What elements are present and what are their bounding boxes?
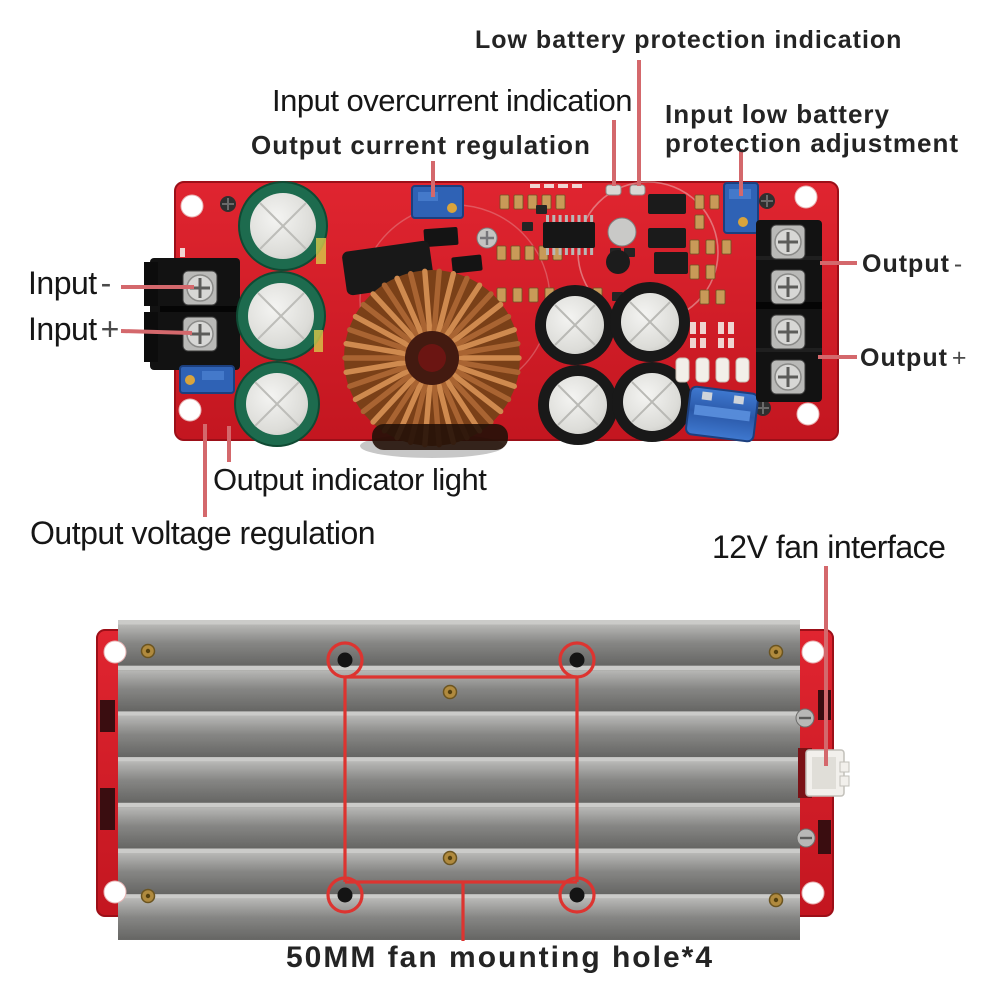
leader-input-plus bbox=[120, 329, 193, 335]
heatsink-screws bbox=[140, 643, 784, 908]
label-input-overcurrent-indication: Input overcurrent indication bbox=[272, 83, 632, 118]
side-screws bbox=[795, 708, 816, 848]
label-output-plus: Output+ bbox=[860, 344, 968, 372]
label-output-voltage-regulation: Output voltage regulation bbox=[30, 515, 376, 551]
toroid-inductor bbox=[342, 240, 522, 458]
input-capacitors bbox=[234, 181, 328, 447]
fan-connector bbox=[798, 748, 850, 798]
output-pads bbox=[675, 357, 750, 383]
ic-chips bbox=[423, 194, 688, 274]
fuse bbox=[685, 385, 759, 443]
plus-sign: + bbox=[100, 311, 120, 347]
label-input-low-battery-protection-adjustment: Input low battery protection adjustment bbox=[665, 99, 960, 159]
plus-sign: + bbox=[951, 344, 968, 372]
label-fan-mounting-hole: 50MM fan mounting hole*4 bbox=[286, 941, 715, 974]
label-output-indicator-light: Output indicator light bbox=[213, 462, 487, 497]
terminal-screws bbox=[182, 224, 806, 395]
pcb-mounting-holes bbox=[178, 185, 820, 426]
output-current-trimmer bbox=[411, 185, 464, 219]
converter-pcb-top-view bbox=[144, 181, 839, 458]
board-screws bbox=[220, 193, 775, 416]
label-line-1: Input low battery bbox=[665, 99, 890, 129]
minus-sign: - bbox=[953, 250, 964, 278]
output-voltage-trimmer bbox=[179, 365, 235, 394]
fan-hole-annotation bbox=[326, 641, 596, 941]
converter-heatsink-bottom-view bbox=[96, 620, 850, 940]
bottom-mounting-holes bbox=[103, 640, 825, 905]
indicator-leds bbox=[605, 184, 646, 196]
label-input-minus: Input- bbox=[28, 265, 112, 301]
output-capacitors bbox=[535, 282, 692, 445]
label-line-2: protection adjustment bbox=[665, 128, 960, 159]
fan-mounting-holes bbox=[337, 652, 585, 903]
heatsink bbox=[118, 620, 800, 940]
label-low-battery-protection-indication: Low battery protection indication bbox=[475, 26, 903, 54]
small-round-parts bbox=[606, 217, 637, 274]
leader-lines bbox=[120, 60, 857, 766]
label-output-minus: Output- bbox=[862, 250, 964, 278]
label-output-current-regulation: Output current regulation bbox=[251, 130, 591, 160]
label-input-plus: Input+ bbox=[28, 311, 120, 347]
label-fan-interface: 12V fan interface bbox=[712, 529, 946, 565]
fan-hole-rectangle bbox=[343, 675, 579, 884]
minus-sign: - bbox=[100, 265, 112, 301]
